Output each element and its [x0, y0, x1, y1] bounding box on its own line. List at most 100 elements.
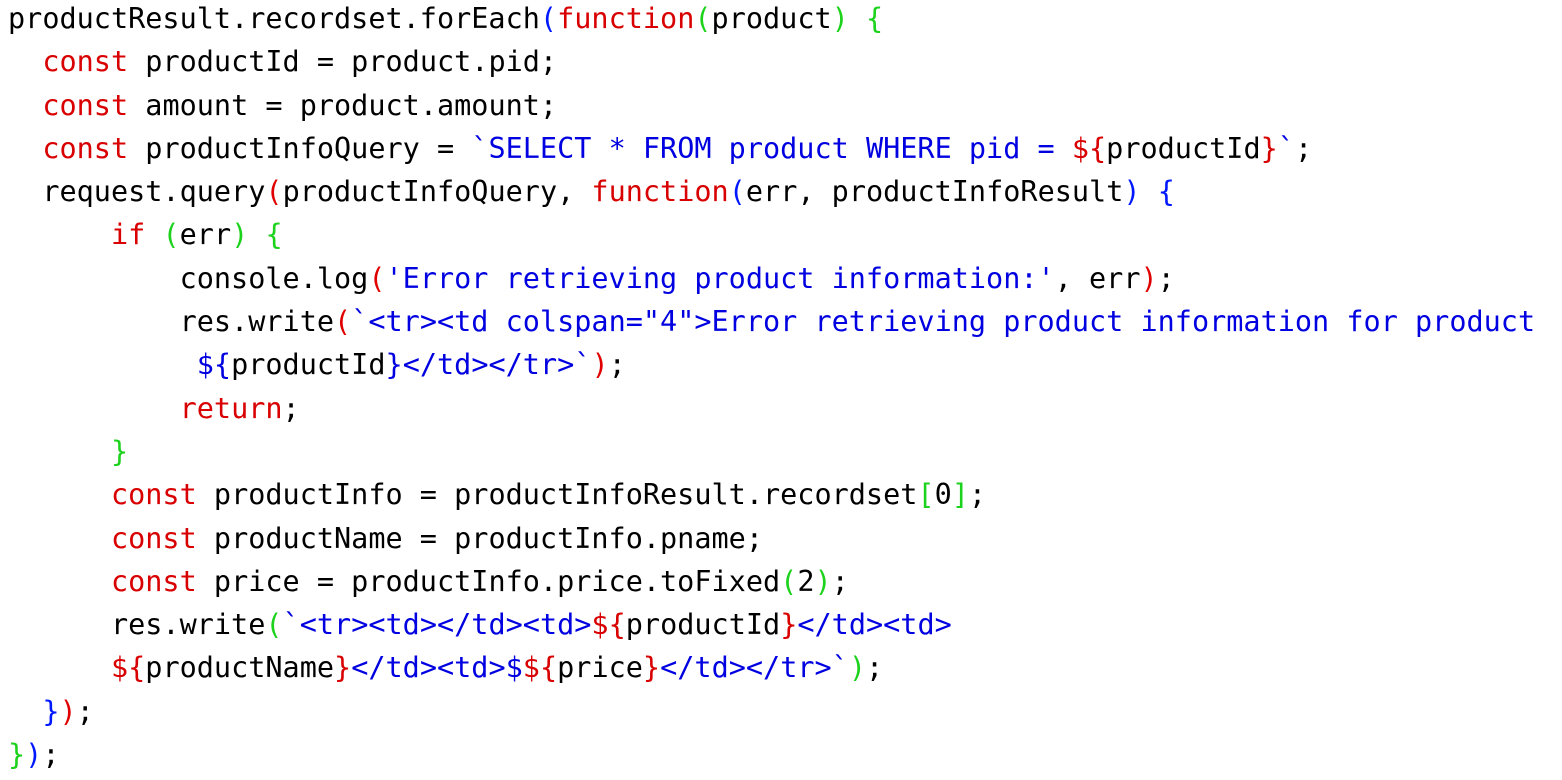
- code-token-string: `<tr><td></td><td>: [282, 608, 592, 642]
- code-token-plain: [8, 218, 111, 251]
- code-token-string: 'Error retrieving product information:': [385, 261, 1055, 295]
- code-token-plain: err, productInfoResult: [745, 175, 1124, 209]
- code-token-plain: [8, 348, 197, 381]
- code-token-bracket-green: {: [866, 2, 884, 35]
- code-token-bracket-green: (: [694, 2, 712, 35]
- code-token-plain: ;: [42, 738, 60, 772]
- code-token-plain: ;: [866, 651, 884, 685]
- code-token-plain: ;: [608, 348, 626, 382]
- code-token-plain: [8, 651, 111, 684]
- code-token-plain: err: [179, 218, 232, 252]
- code-token-bracket-red: ): [1140, 261, 1158, 295]
- code-token-keyword: const: [42, 45, 129, 79]
- code-token-bracket-green: }: [8, 738, 26, 772]
- code-token-plain: [8, 565, 111, 598]
- code-token-keyword: }: [334, 651, 352, 685]
- code-line: });: [8, 690, 1535, 733]
- code-token-plain: [8, 522, 111, 555]
- code-token-bracket-red: ): [59, 694, 77, 728]
- code-token-string: `: [1277, 131, 1295, 165]
- code-line: return;: [8, 387, 1535, 430]
- code-token-bracket-green: ): [848, 651, 867, 685]
- code-token-bracket-red: (: [265, 175, 283, 209]
- code-token-plain: ;: [282, 391, 300, 425]
- code-token-plain: ;: [831, 564, 849, 598]
- code-token-plain: productId: [231, 348, 386, 382]
- code-token-string: }: [385, 348, 403, 382]
- code-token-plain: [248, 218, 265, 251]
- code-line: });: [8, 733, 1535, 776]
- code-token-string: </td><td>$: [351, 651, 523, 685]
- code-token-keyword: }: [780, 608, 798, 642]
- code-token-plain: res.write: [8, 305, 335, 339]
- code-token-plain: price: [557, 651, 643, 685]
- code-token-bracket-green: ]: [951, 478, 969, 512]
- code-token-string: </td><td>: [797, 608, 952, 642]
- code-token-string: `<tr><td colspan="4">Error retrieving pr…: [351, 305, 1536, 339]
- code-token-string: `SELECT * FROM product WHERE pid =: [471, 131, 1072, 165]
- code-token-bracket-blue: {: [1157, 175, 1175, 209]
- code-token-keyword: const: [42, 88, 129, 122]
- code-token-plain: [849, 2, 866, 35]
- code-token-plain: productResult.recordset.forEach: [8, 2, 540, 35]
- code-token-bracket-red: (: [334, 305, 352, 339]
- code-token-string: ${: [196, 348, 232, 382]
- code-line: const productId = product.pid;: [8, 40, 1535, 83]
- code-line: console.log('Error retrieving product in…: [8, 257, 1535, 300]
- code-line: if (err) {: [8, 213, 1535, 256]
- code-token-plain: ;: [968, 478, 987, 512]
- code-token-keyword: const: [42, 131, 129, 165]
- code-token-keyword: const: [110, 478, 197, 512]
- code-token-plain: request.query: [8, 175, 266, 209]
- code-token-bracket-blue: ): [1123, 175, 1141, 209]
- code-line: ${productName}</td><td>$${price}</td></t…: [8, 646, 1535, 689]
- code-token-plain: productId: [1106, 131, 1261, 165]
- code-token-plain: productInfoQuery =: [128, 131, 472, 165]
- code-token-plain: productInfoQuery,: [282, 175, 592, 209]
- code-token-plain: [1141, 175, 1158, 208]
- code-token-keyword: if: [110, 218, 146, 252]
- code-token-bracket-red: ): [591, 348, 609, 382]
- code-token-plain: ;: [76, 694, 94, 728]
- code-token-plain: 2: [797, 564, 815, 598]
- code-token-string: </td></tr>`: [660, 651, 849, 685]
- code-token-bracket-blue: ): [25, 738, 43, 772]
- code-line: }: [8, 430, 1535, 473]
- code-token-keyword: ${: [591, 608, 626, 642]
- code-token-plain: [8, 89, 42, 122]
- code-token-plain: productId = product.pid;: [128, 45, 558, 79]
- code-token-plain: productName = productInfo.pname;: [196, 521, 763, 555]
- code-token-bracket-red: (: [368, 261, 386, 295]
- code-token-keyword: ${: [110, 651, 146, 685]
- code-line: const productInfo = productInfoResult.re…: [8, 473, 1535, 516]
- code-line: const amount = product.amount;: [8, 84, 1535, 127]
- code-token-bracket-blue: (: [728, 175, 746, 209]
- code-token-plain: [8, 392, 180, 425]
- code-token-keyword: ${: [522, 651, 558, 685]
- code-line: res.write(`<tr><td colspan="4">Error ret…: [8, 300, 1536, 343]
- code-token-plain: 0: [934, 478, 952, 512]
- code-token-keyword: const: [110, 564, 197, 598]
- code-line: const productName = productInfo.pname;: [8, 517, 1535, 560]
- code-token-plain: [8, 695, 42, 728]
- code-token-plain: res.write: [8, 608, 266, 642]
- code-token-bracket-green: (: [780, 564, 798, 598]
- code-token-keyword: }: [1260, 131, 1278, 165]
- code-token-keyword: }: [642, 651, 661, 685]
- code-token-string: </td></tr>`: [402, 348, 592, 382]
- code-line: request.query(productInfoQuery, function…: [8, 170, 1535, 213]
- code-token-plain: amount = product.amount;: [128, 88, 558, 122]
- code-token-plain: product: [711, 2, 832, 35]
- code-token-plain: price = productInfo.price.toFixed: [196, 564, 781, 598]
- code-token-bracket-green: (: [162, 218, 180, 252]
- code-token-plain: productId: [625, 608, 781, 642]
- code-token-plain: , err: [1054, 261, 1141, 295]
- code-token-bracket-green: {: [265, 218, 283, 252]
- code-token-plain: [145, 218, 162, 251]
- code-token-plain: [8, 132, 42, 165]
- code-line: ${productId}</td></tr>`);: [8, 343, 1535, 386]
- code-token-bracket-blue: (: [539, 2, 558, 35]
- code-token-bracket-green: }: [110, 434, 129, 468]
- code-line: const price = productInfo.price.toFixed(…: [8, 560, 1535, 603]
- code-token-keyword: function: [591, 175, 729, 209]
